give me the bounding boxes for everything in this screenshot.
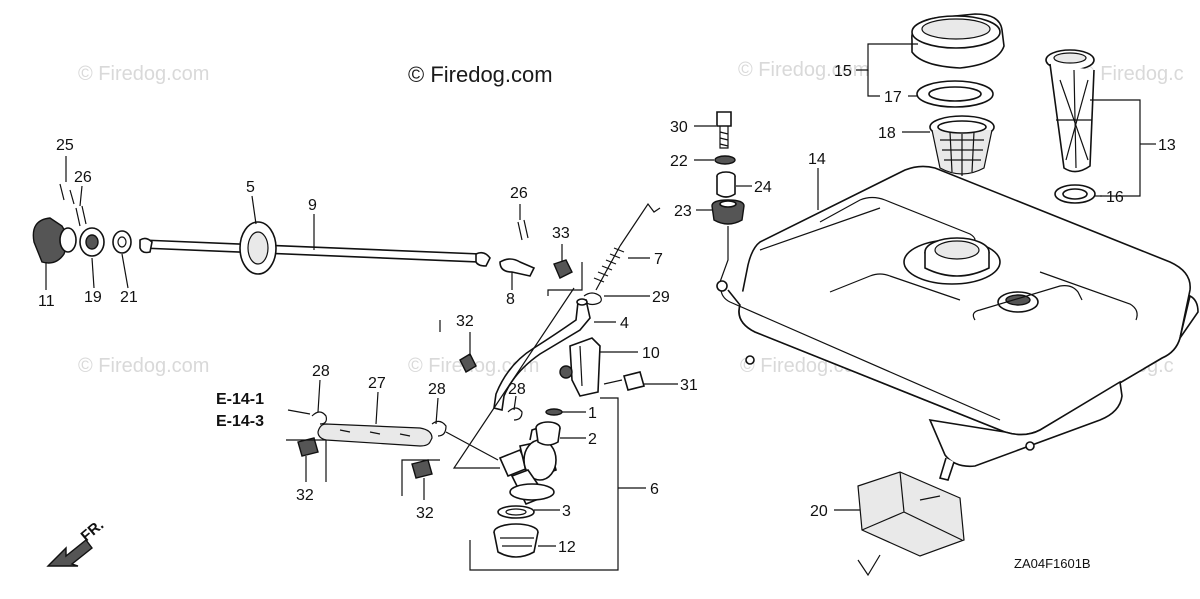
mount-collar [716,171,736,198]
part-label-4[interactable]: 4 [620,315,629,332]
part-label-27[interactable]: 27 [368,375,386,392]
valve-o-ring-3 [497,505,535,519]
part-label-25[interactable]: 25 [56,137,74,154]
part-label-17[interactable]: 17 [884,89,902,106]
knob-seal [79,227,105,257]
part-label-22[interactable]: 22 [670,153,688,170]
tank-mount-bolt [716,111,732,149]
hose-clamp-center [507,407,523,421]
part-label-15[interactable]: 15 [834,63,852,80]
fuel-strainer [929,115,995,176]
watermark-mid-left: © Firedog.com [78,355,209,377]
clip-32-left [297,437,319,457]
fuel-gauge [1045,49,1095,173]
part-label-18[interactable]: 18 [878,125,896,142]
valve-cup [493,523,539,558]
clamp-29 [583,292,602,306]
part-label-28-left[interactable]: 28 [312,363,330,380]
hose-clamp-right [431,420,447,437]
rod-clip [499,258,536,277]
watermark-main: © Firedog.com [408,62,553,87]
part-label-1[interactable]: 1 [588,405,597,422]
fuel-cock-rod [139,237,491,267]
part-label-28-right[interactable]: 28 [508,381,526,398]
ref-e-14-3[interactable]: E-14-3 [216,413,264,430]
part-label-33[interactable]: 33 [552,225,570,242]
filler-cap [911,13,1005,69]
watermark-top-center: © Firedog.com [738,59,869,81]
part-label-8[interactable]: 8 [506,291,515,308]
part-label-6[interactable]: 6 [650,481,659,498]
pin-26-right [517,219,529,241]
part-label-11[interactable]: 11 [38,293,55,310]
part-label-3[interactable]: 3 [562,503,571,520]
front-direction-arrow: FR. [46,517,107,567]
mount-washer [714,155,736,165]
fuel-cock-bracket [559,337,601,397]
mount-rubber [711,199,745,225]
clip-32-mid [459,353,477,373]
part-label-26-left[interactable]: 26 [74,169,92,186]
diagram-code: ZA04F1601B [1014,556,1091,571]
washer-21 [112,230,132,254]
nut-33 [553,259,573,279]
part-label-14[interactable]: 14 [808,151,826,168]
part-label-5[interactable]: 5 [246,179,255,196]
part-label-20[interactable]: 20 [810,503,828,520]
breather-spring [593,202,661,291]
foam-pad [857,471,965,557]
bracket-bolt [603,371,645,391]
part-label-13[interactable]: 13 [1158,137,1176,154]
fuel-cock-knob [32,217,77,264]
clip-32-center [411,459,433,479]
part-label-12[interactable]: 12 [558,539,576,556]
part-label-2[interactable]: 2 [588,431,597,448]
part-label-30[interactable]: 30 [670,119,688,136]
hose-clamp-left [311,411,327,425]
part-label-32-left[interactable]: 32 [296,487,314,504]
fuel-valve [498,424,557,506]
pin-25 [59,183,75,205]
part-label-32-mid[interactable]: 32 [456,313,474,330]
part-label-21[interactable]: 21 [120,289,138,306]
valve-o-ring-1 [545,408,563,416]
part-label-31[interactable]: 31 [680,377,698,394]
part-label-10[interactable]: 10 [642,345,660,362]
part-labels: 25 26 11 19 21 5 9 26 33 8 7 29 4 10 31 … [38,63,1176,556]
part-label-16[interactable]: 16 [1106,189,1124,206]
part-label-7[interactable]: 7 [654,251,663,268]
watermark-top-left: © Firedog.com [78,63,209,85]
pin-26-left [75,205,87,227]
rod-grommet [239,221,277,275]
part-label-29[interactable]: 29 [652,289,670,306]
fuel-tube [493,298,591,411]
front-label: FR. [78,517,107,546]
part-label-32-center[interactable]: 32 [416,505,434,522]
fuel-tank [716,165,1199,481]
pad-arrow [857,554,881,577]
part-label-19[interactable]: 19 [84,289,102,306]
leader-lines [45,43,1156,571]
part-label-24[interactable]: 24 [754,179,772,196]
part-label-26-right[interactable]: 26 [510,185,528,202]
watermark-top-right: © Firedog.c [1080,63,1184,85]
part-label-9[interactable]: 9 [308,197,317,214]
part-label-23[interactable]: 23 [674,203,692,220]
ref-e-14-1[interactable]: E-14-1 [216,391,264,408]
part-label-28-center[interactable]: 28 [428,381,446,398]
valve-nipple [535,421,561,446]
fuel-hose [317,423,433,447]
